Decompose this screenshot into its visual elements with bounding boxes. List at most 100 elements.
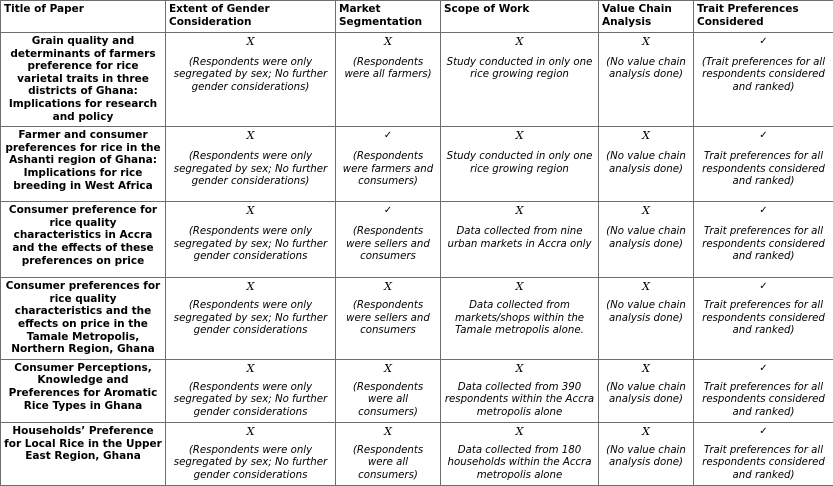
column-header-trait-preferences-considered: Trait Preferences Considered (694, 1, 833, 33)
check-icon: ✓ (697, 129, 830, 142)
cell-trait-preferences: ✓ Trait preferences for all respondents … (694, 202, 833, 278)
cell-note: (No value chain analysis done) (602, 445, 690, 470)
cell-note: (Respondents were sellers and consumers (339, 226, 437, 263)
cell-gender-consideration: X (Respondents were only segregated by s… (166, 202, 336, 278)
check-icon: ✓ (697, 204, 830, 217)
check-icon: ✓ (339, 204, 437, 217)
cell-note: (No value chain analysis done) (602, 382, 690, 407)
cell-scope-of-work: X Data collected from 180 households wit… (441, 422, 599, 485)
header-row: Title of Paper Extent of Gender Consider… (1, 1, 833, 33)
cross-icon: X (602, 362, 690, 375)
cross-icon: X (339, 280, 437, 293)
cell-market-segmentation: ✓ (Respondents were sellers and consumer… (336, 202, 441, 278)
cell-gender-consideration: X (Respondents were only segregated by s… (166, 422, 336, 485)
cell-scope-of-work: X Data collected from nine urban markets… (441, 202, 599, 278)
column-header-extent-of-gender-consideration: Extent of Gender Consideration (166, 1, 336, 33)
cross-icon: X (339, 362, 437, 375)
cell-note: (Respondents were only segregated by sex… (169, 300, 332, 337)
cell-note: (Respondents were farmers and consumers) (339, 151, 437, 188)
cell-note: (Respondents were all farmers) (339, 57, 437, 82)
cell-note: Data collected from markets/shops within… (444, 300, 595, 337)
cell-note: Trait preferences for all respondents co… (697, 300, 830, 337)
cell-note: Data collected from nine urban markets i… (444, 226, 595, 251)
cell-market-segmentation: X (Respondents were all farmers) (336, 33, 441, 127)
cross-icon: X (602, 425, 690, 438)
cross-icon: X (169, 204, 332, 217)
cell-note: (No value chain analysis done) (602, 151, 690, 176)
table-row: Consumer preferences for rice quality ch… (1, 278, 833, 360)
column-header-market-segmentation: Market Segmentation (336, 1, 441, 33)
cell-note: (Respondents were only segregated by sex… (169, 226, 332, 263)
cell-scope-of-work: X Study conducted in only one rice growi… (441, 127, 599, 202)
cell-value-chain-analysis: X (No value chain analysis done) (599, 278, 694, 360)
cross-icon: X (602, 35, 690, 48)
check-icon: ✓ (697, 362, 830, 375)
comparison-table-container: Title of Paper Extent of Gender Consider… (0, 0, 833, 413)
cell-trait-preferences: ✓ Trait preferences for all respondents … (694, 422, 833, 485)
check-icon: ✓ (697, 425, 830, 438)
cross-icon: X (602, 129, 690, 142)
check-icon: ✓ (697, 35, 830, 48)
cell-paper-title: Farmer and consumer preferences for rice… (1, 127, 166, 202)
cell-trait-preferences: ✓ Trait preferences for all respondents … (694, 278, 833, 360)
cell-note: (No value chain analysis done) (602, 57, 690, 82)
cell-note: (Respondents were only segregated by sex… (169, 445, 332, 482)
cross-icon: X (444, 204, 595, 217)
cell-note: (No value chain analysis done) (602, 300, 690, 325)
cell-note: Study conducted in only one rice growing… (444, 57, 595, 82)
cell-note: (Respondents were only segregated by sex… (169, 382, 332, 419)
cross-icon: X (339, 35, 437, 48)
cell-note: (Respondents were only segregated by sex… (169, 57, 332, 94)
cell-note: (Respondents were sellers and consumers (339, 300, 437, 337)
cell-market-segmentation: X (Respondents were all consumers) (336, 422, 441, 485)
cross-icon: X (602, 204, 690, 217)
cell-value-chain-analysis: X (No value chain analysis done) (599, 127, 694, 202)
table-body: Grain quality and determinants of farmer… (1, 33, 833, 486)
table-row: Households’ Preference for Local Rice in… (1, 422, 833, 485)
column-header-scope-of-work: Scope of Work (441, 1, 599, 33)
cross-icon: X (444, 362, 595, 375)
cross-icon: X (169, 425, 332, 438)
cell-note: Trait preferences for all respondents co… (697, 445, 830, 482)
column-header-title-of-paper: Title of Paper (1, 1, 166, 33)
cell-note: Trait preferences for all respondents co… (697, 382, 830, 419)
cell-note: (Respondents were all consumers) (339, 445, 437, 482)
cell-note: Trait preferences for all respondents co… (697, 226, 830, 263)
cross-icon: X (444, 425, 595, 438)
cell-value-chain-analysis: X (No value chain analysis done) (599, 202, 694, 278)
cell-gender-consideration: X (Respondents were only segregated by s… (166, 278, 336, 360)
cell-value-chain-analysis: X (No value chain analysis done) (599, 422, 694, 485)
cell-paper-title: Consumer preference for rice quality cha… (1, 202, 166, 278)
table-header: Title of Paper Extent of Gender Consider… (1, 1, 833, 33)
cell-note: Trait preferences for all respondents co… (697, 151, 830, 188)
cell-paper-title: Grain quality and determinants of farmer… (1, 33, 166, 127)
cell-trait-preferences: ✓ Trait preferences for all respondents … (694, 127, 833, 202)
cell-note: (Trait preferences for all respondents c… (697, 57, 830, 94)
cell-trait-preferences: ✓ (Trait preferences for all respondents… (694, 33, 833, 127)
cell-note: (Respondents were all consumers) (339, 382, 437, 419)
table-row: Grain quality and determinants of farmer… (1, 33, 833, 127)
cross-icon: X (169, 35, 332, 48)
cell-market-segmentation: X (Respondents were sellers and consumer… (336, 278, 441, 360)
cross-icon: X (169, 129, 332, 142)
cross-icon: X (444, 280, 595, 293)
cell-scope-of-work: X Study conducted in only one rice growi… (441, 33, 599, 127)
cross-icon: X (444, 35, 595, 48)
cross-icon: X (169, 362, 332, 375)
cell-note: (Respondents were only segregated by sex… (169, 151, 332, 188)
cell-paper-title: Households’ Preference for Local Rice in… (1, 422, 166, 485)
check-icon: ✓ (339, 129, 437, 142)
table-row: Consumer preference for rice quality cha… (1, 202, 833, 278)
cell-note: Study conducted in only one rice growing… (444, 151, 595, 176)
column-header-value-chain-analysis: Value Chain Analysis (599, 1, 694, 33)
cell-gender-consideration: X (Respondents were only segregated by s… (166, 33, 336, 127)
cross-icon: X (602, 280, 690, 293)
cell-market-segmentation: ✓ (Respondents were farmers and consumer… (336, 127, 441, 202)
check-icon: ✓ (697, 280, 830, 293)
cell-note: Data collected from 180 households withi… (444, 445, 595, 482)
cell-scope-of-work: X Data collected from markets/shops with… (441, 278, 599, 360)
cross-icon: X (169, 280, 332, 293)
table-row: Farmer and consumer preferences for rice… (1, 127, 833, 202)
cell-note: (No value chain analysis done) (602, 226, 690, 251)
